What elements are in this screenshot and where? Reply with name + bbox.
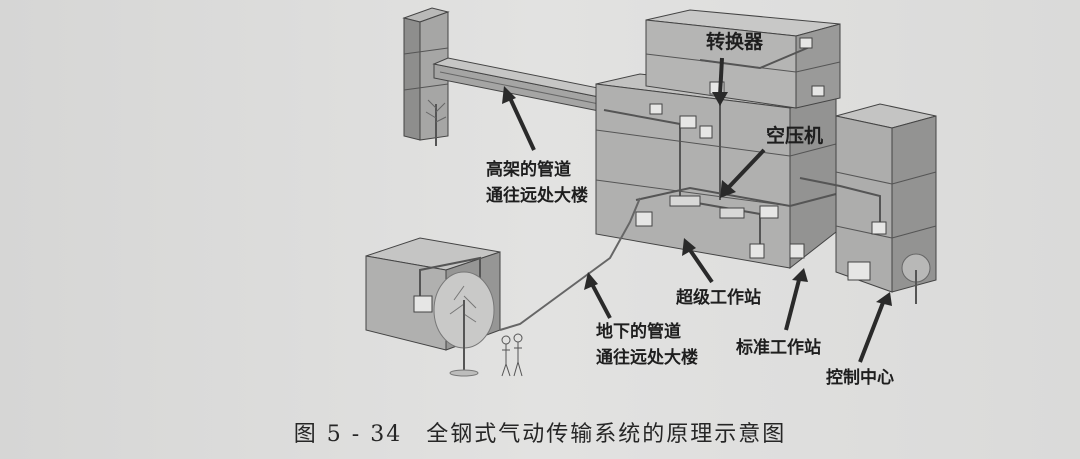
- underground-pipe-label-line1: 地下的管道: [596, 322, 681, 342]
- right-building: [799, 103, 937, 293]
- figure-number: 图 5 - 34: [293, 422, 403, 447]
- compressor-label: 空压机: [766, 125, 824, 147]
- tree-left: [433, 271, 495, 377]
- main-building: [595, 9, 841, 270]
- tree-right: [901, 253, 931, 304]
- underground-pipe-label-line2: 通往远处大楼: [596, 348, 698, 368]
- people-figures: [501, 333, 523, 377]
- figure-caption: 图 5 - 34 全钢式气动传输系统的原理示意图: [0, 416, 1080, 448]
- elevated-pipe-label-line1: 高架的管道: [486, 160, 571, 180]
- figure-title: 全钢式气动传输系统的原理示意图: [426, 422, 787, 447]
- underground-pipe: [499, 197, 641, 331]
- elevated-pipe-label-line2: 通往远处大楼: [486, 186, 588, 206]
- control-center-label: 控制中心: [826, 368, 894, 388]
- arrows: [502, 57, 892, 363]
- standard-station-label: 标准工作站: [736, 338, 821, 358]
- tree-small: [425, 99, 447, 146]
- super-station-label: 超级工作站: [676, 288, 761, 308]
- converter-label: 转换器: [706, 31, 764, 53]
